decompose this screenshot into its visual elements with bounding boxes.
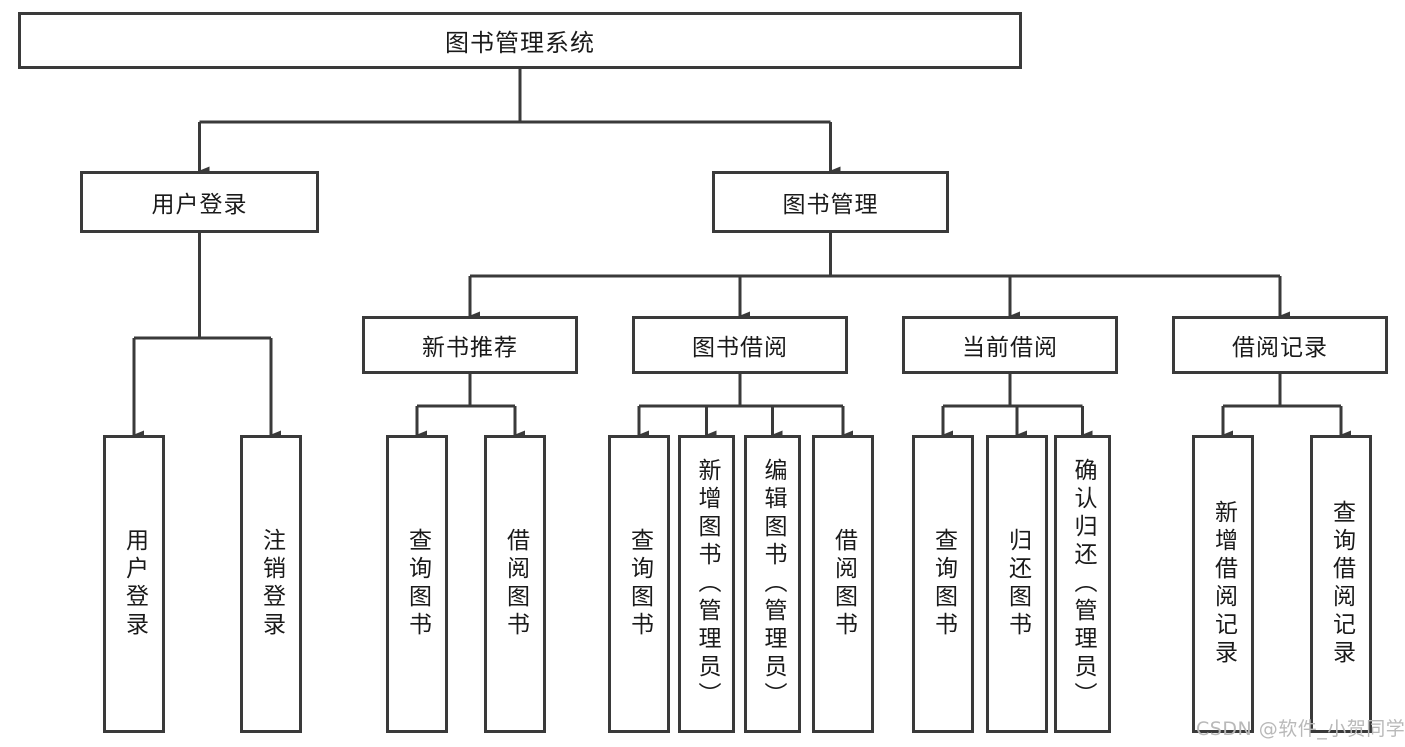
node-leaf-query-book-3[interactable]: 查询图书 xyxy=(912,435,974,733)
leaf-label: 查询借阅记录 xyxy=(1328,500,1355,668)
node-leaf-borrow-book-1[interactable]: 借阅图书 xyxy=(484,435,546,733)
node-user-login[interactable]: 用户登录 xyxy=(80,171,319,233)
leaf-label: 编辑图书（管理员） xyxy=(760,458,786,710)
node-root[interactable]: 图书管理系统 xyxy=(18,12,1022,69)
node-leaf-query-book-2[interactable]: 查询图书 xyxy=(608,435,670,733)
node-leaf-return-book[interactable]: 归还图书 xyxy=(986,435,1048,733)
node-leaf-borrow-book-2[interactable]: 借阅图书 xyxy=(812,435,874,733)
leaf-label: 确认归还（管理员） xyxy=(1070,458,1096,710)
leaf-label: 注销登录 xyxy=(258,528,285,640)
node-borrow-record[interactable]: 借阅记录 xyxy=(1172,316,1388,374)
leaf-label: 查询图书 xyxy=(404,528,431,640)
node-book-borrow[interactable]: 图书借阅 xyxy=(632,316,848,374)
leaf-label: 新增图书（管理员） xyxy=(694,458,720,710)
node-leaf-query-record[interactable]: 查询借阅记录 xyxy=(1310,435,1372,733)
node-leaf-edit-book[interactable]: 编辑图书（管理员） xyxy=(744,435,801,733)
node-new-book-rec[interactable]: 新书推荐 xyxy=(362,316,578,374)
node-leaf-query-book-1[interactable]: 查询图书 xyxy=(386,435,448,733)
node-leaf-add-record[interactable]: 新增借阅记录 xyxy=(1192,435,1254,733)
leaf-label: 归还图书 xyxy=(1004,528,1031,640)
leaf-label: 借阅图书 xyxy=(830,528,857,640)
leaf-label: 借阅图书 xyxy=(502,528,529,640)
leaf-label: 查询图书 xyxy=(930,528,957,640)
node-leaf-user-login[interactable]: 用户登录 xyxy=(103,435,165,733)
watermark: CSDN @软件_小贺同学 xyxy=(1196,718,1405,740)
leaf-label: 用户登录 xyxy=(121,528,148,640)
node-leaf-add-book[interactable]: 新增图书（管理员） xyxy=(678,435,735,733)
leaf-label: 新增借阅记录 xyxy=(1210,500,1237,668)
node-book-manage[interactable]: 图书管理 xyxy=(712,171,949,233)
node-leaf-logout[interactable]: 注销登录 xyxy=(240,435,302,733)
leaf-label: 查询图书 xyxy=(626,528,653,640)
node-current-borrow[interactable]: 当前借阅 xyxy=(902,316,1118,374)
node-leaf-confirm-return[interactable]: 确认归还（管理员） xyxy=(1054,435,1111,733)
